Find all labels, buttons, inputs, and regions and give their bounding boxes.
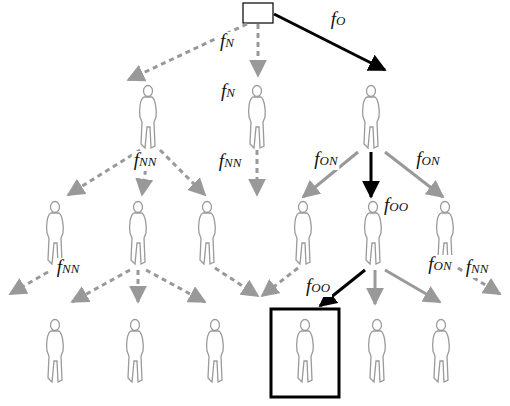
illustration-part	[363, 86, 380, 149]
illustration-part	[199, 202, 216, 265]
illustration-part	[128, 24, 247, 80]
function-label: fNN	[55, 258, 82, 278]
illustration-part	[243, 3, 273, 23]
function-label: fOO	[304, 277, 332, 297]
illustration-part	[297, 320, 314, 383]
illustration-part	[374, 270, 377, 304]
illustration-part	[10, 272, 48, 294]
illustration-part	[10, 14, 500, 306]
function-label: fO	[329, 10, 348, 30]
illustration-part	[370, 152, 373, 197]
illustration-part	[160, 150, 205, 195]
function-label: fNN	[217, 152, 244, 172]
illustration-part	[433, 320, 450, 383]
illustration-part	[215, 268, 258, 296]
illustration-part	[271, 309, 339, 397]
function-label: fOO	[382, 196, 410, 216]
illustration-part	[47, 320, 64, 383]
illustration-part	[47, 202, 64, 265]
illustration-part	[257, 24, 260, 76]
illustration-part	[130, 202, 147, 265]
illustration-part	[127, 320, 144, 383]
illustration-part	[207, 320, 224, 383]
function-label: fN	[218, 32, 236, 52]
function-label: fON	[312, 150, 339, 170]
illustration-part	[365, 202, 382, 265]
illustration-part	[68, 150, 140, 195]
illustration-part	[262, 268, 298, 296]
illustration-part	[295, 202, 312, 265]
function-label: fON	[414, 150, 441, 170]
function-label: fN	[219, 82, 237, 102]
illustration-part	[140, 86, 157, 149]
illustration-part	[249, 86, 266, 149]
illustration-part	[256, 150, 259, 195]
function-label: fNN	[132, 151, 159, 171]
function-label: fNN	[464, 258, 491, 278]
illustration-part	[369, 320, 386, 383]
function-label: fON	[426, 255, 453, 275]
illustration-part	[137, 270, 140, 302]
illustration-part	[146, 270, 205, 302]
